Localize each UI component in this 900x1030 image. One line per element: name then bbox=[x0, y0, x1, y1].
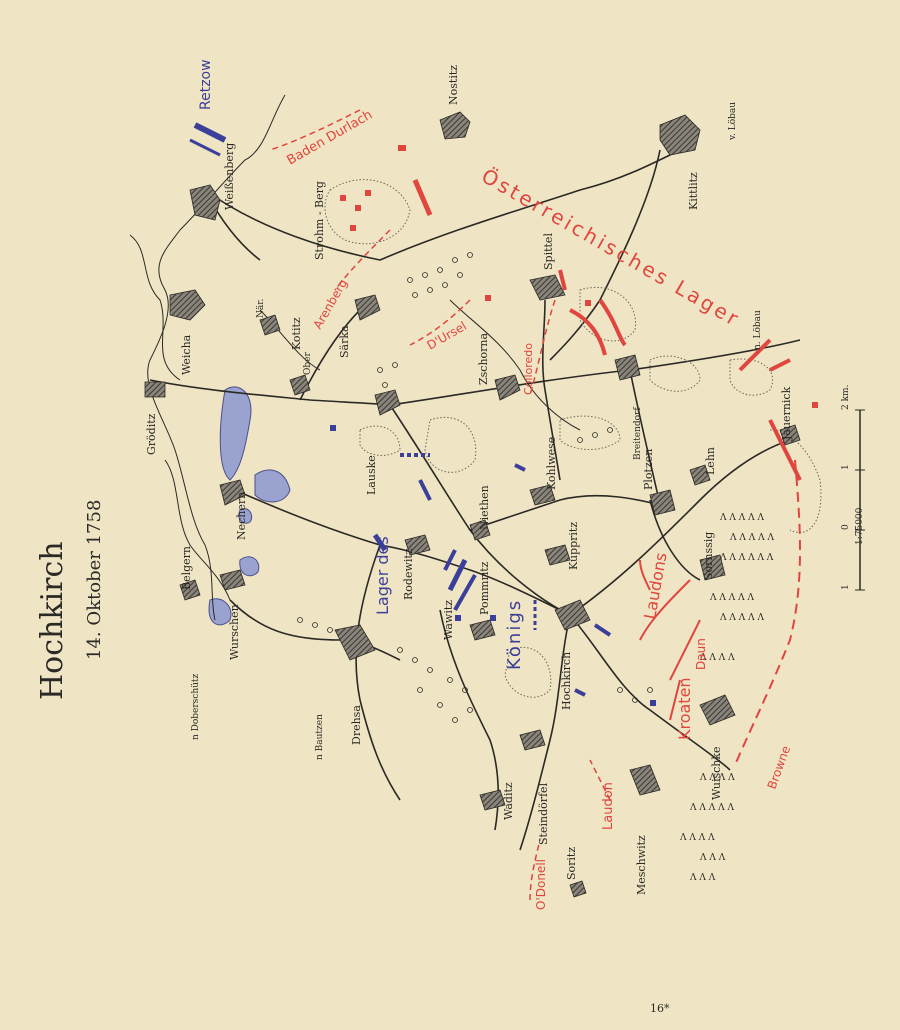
label-plotzen: Plotzen bbox=[642, 449, 655, 490]
svg-text:Λ Λ Λ: Λ Λ Λ bbox=[699, 853, 726, 863]
label-browne: Browne bbox=[765, 744, 794, 791]
label-kittlitz: Kittlitz bbox=[687, 172, 700, 210]
svg-text:Λ Λ Λ: Λ Λ Λ bbox=[689, 873, 716, 883]
label-dursel: D'Ursel bbox=[425, 319, 469, 353]
label-kuppritz: Kuppritz bbox=[567, 522, 580, 570]
rough-terrain: Λ Λ Λ Λ Λ Λ Λ Λ Λ Λ Λ Λ Λ Λ Λ Λ Λ Λ Λ Λ … bbox=[679, 513, 774, 883]
label-wurschen: Wurschen bbox=[228, 604, 241, 660]
label-rodewitz: Rodewitz bbox=[402, 548, 415, 600]
scale-tick-1a: 1 bbox=[841, 584, 851, 590]
forest bbox=[297, 252, 653, 723]
label-bautzen: n Bautzen bbox=[315, 714, 325, 760]
scale-tick-2: 2 km. bbox=[841, 384, 851, 410]
svg-text:Λ Λ Λ Λ Λ: Λ Λ Λ Λ Λ bbox=[729, 533, 774, 543]
map-title: Hochkirch bbox=[35, 541, 70, 700]
label-lager-des: Lager des bbox=[373, 536, 392, 615]
label-kroaten: Kroaten bbox=[675, 677, 694, 740]
scale-bar: 1 0 1 2 km. 1:75000 bbox=[841, 384, 865, 591]
label-soritz: Soritz bbox=[565, 847, 578, 880]
label-breitendorf: Breitendorf bbox=[633, 407, 643, 460]
scale-tick-1b: 1 bbox=[841, 464, 851, 470]
label-doberschutz: n Doberschütz bbox=[191, 673, 201, 740]
label-sornssig: Sornssig bbox=[702, 532, 715, 580]
label-nar: När. bbox=[256, 298, 266, 318]
label-odonell: O'Donell bbox=[534, 859, 548, 910]
label-retzow: Retzow bbox=[198, 59, 214, 110]
place-labels: Retzow Nostitz Weißenberg Kittlitz Stroh… bbox=[145, 59, 793, 895]
prussian-blocks bbox=[330, 425, 656, 706]
label-lauske: Lauske bbox=[365, 455, 378, 495]
label-meschwitz: Meschwitz bbox=[635, 835, 648, 895]
label-colloredo: Colloredo bbox=[522, 343, 535, 395]
hills bbox=[324, 179, 822, 698]
villages bbox=[144, 111, 801, 898]
svg-text:Λ Λ Λ Λ Λ Λ: Λ Λ Λ Λ Λ Λ bbox=[719, 553, 774, 563]
page-number: 16* bbox=[650, 1002, 670, 1015]
svg-text:Λ Λ Λ Λ: Λ Λ Λ Λ bbox=[699, 773, 735, 783]
label-weissenberg: Weißenberg bbox=[223, 143, 236, 210]
label-daun: Daun bbox=[694, 638, 708, 670]
label-weicha: Weicha bbox=[180, 334, 193, 375]
svg-text:Λ Λ Λ Λ Λ: Λ Λ Λ Λ Λ bbox=[689, 803, 734, 813]
svg-text:Λ Λ Λ Λ Λ: Λ Λ Λ Λ Λ bbox=[719, 513, 764, 523]
label-lobau-right: n. Löbau bbox=[753, 310, 763, 350]
austrian-blocks bbox=[340, 145, 818, 408]
title-text: Hochkirch bbox=[35, 541, 70, 700]
label-kotitz: Kotitz bbox=[290, 317, 303, 350]
svg-text:Λ Λ Λ Λ Λ: Λ Λ Λ Λ Λ bbox=[719, 613, 764, 623]
label-wuischke: Wuischke bbox=[710, 746, 723, 800]
scale-tick-0: 0 bbox=[841, 524, 851, 530]
svg-text:Λ Λ Λ Λ Λ: Λ Λ Λ Λ Λ bbox=[709, 593, 754, 603]
label-lauduns: Laudons bbox=[640, 551, 670, 621]
label-nechern: Nechern bbox=[235, 492, 248, 540]
label-jauernick: Jauernick bbox=[780, 386, 793, 441]
scale-ratio: 1:75000 bbox=[855, 507, 865, 545]
label-drehsa: Drehsa bbox=[350, 705, 363, 745]
label-waditz: Waditz bbox=[502, 782, 515, 820]
prussian-labels: Lager des Königs bbox=[373, 536, 525, 670]
label-nostitz: Nostitz bbox=[447, 65, 460, 105]
label-sarka: Särka bbox=[338, 325, 351, 358]
label-arenberg: Arenberg bbox=[310, 277, 350, 332]
label-steindorfel: Steindörfel bbox=[537, 782, 550, 845]
svg-text:Λ Λ Λ Λ: Λ Λ Λ Λ bbox=[699, 653, 735, 663]
label-spittel: Spittel bbox=[542, 233, 555, 270]
label-kohlwese: Kohlwese bbox=[545, 437, 558, 490]
label-hochkirch: Hochkirch bbox=[560, 652, 573, 710]
svg-text:Λ Λ Λ Λ: Λ Λ Λ Λ bbox=[679, 833, 715, 843]
label-pommritz: Pommritz bbox=[478, 561, 491, 615]
streams bbox=[129, 94, 581, 621]
label-baden-durlach: Baden Durlach bbox=[285, 107, 376, 168]
label-ober: Ober bbox=[303, 352, 313, 375]
prussian-lines bbox=[189, 122, 612, 697]
label-belgern: Belgern bbox=[180, 546, 193, 590]
label-osterreich-lager: Österreichisches Lager bbox=[478, 164, 745, 332]
label-lobau-top: v. Löbau bbox=[728, 102, 738, 141]
map-date: 14. Oktober 1758 bbox=[84, 500, 105, 660]
label-zschorna: Zschorna bbox=[477, 333, 490, 385]
label-laudon: Laudon bbox=[601, 782, 616, 830]
date-text: 14. Oktober 1758 bbox=[84, 500, 105, 660]
ponds bbox=[208, 386, 291, 626]
label-niethen: Niethen bbox=[478, 485, 491, 530]
label-wawitz: Wawitz bbox=[442, 600, 455, 640]
label-groditz: Gröditz bbox=[145, 413, 158, 455]
austrian-lines bbox=[269, 109, 802, 901]
label-strohm-berg: Strohm - Berg bbox=[313, 181, 326, 260]
label-lehn: Lehn bbox=[704, 447, 717, 475]
label-konigs: Königs bbox=[504, 599, 525, 670]
